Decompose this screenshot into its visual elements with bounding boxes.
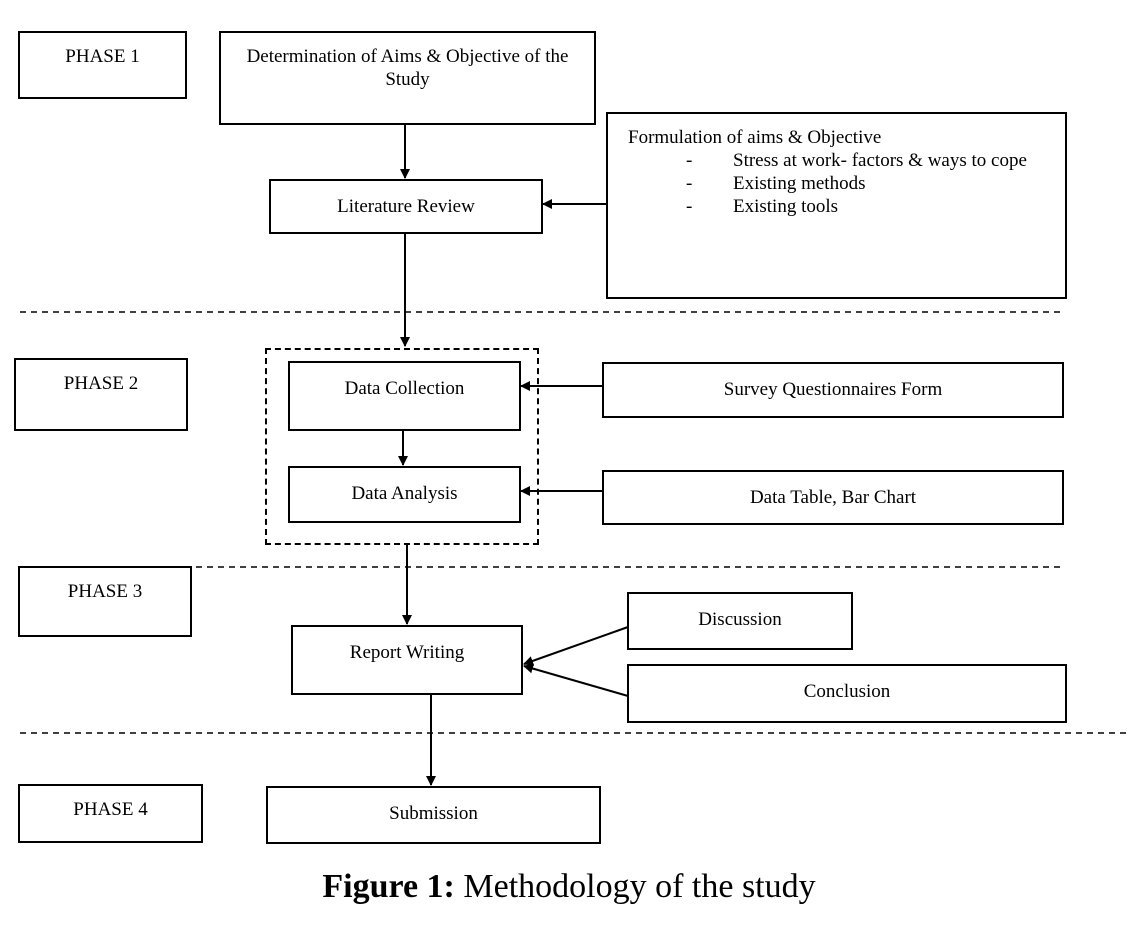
phase-4-box: PHASE 4: [18, 784, 203, 843]
formulation-item: - Existing tools: [628, 195, 1053, 218]
phase-2-label: PHASE 2: [63, 373, 139, 394]
submission-box: Submission: [266, 786, 601, 844]
formulation-list: Formulation of aims & Objective - Stress…: [628, 126, 1053, 218]
data-process-group: [265, 348, 539, 545]
formulation-item-text: Stress at work- factors & ways to cope: [733, 150, 1027, 171]
formulation-item-text: Existing tools: [733, 196, 839, 217]
figure-caption-label: Figure 1:: [322, 868, 455, 905]
report-writing-box: Report Writing: [291, 625, 523, 695]
phase-3-label: PHASE 3: [67, 581, 143, 602]
formulation-box: Formulation of aims & Objective - Stress…: [606, 112, 1067, 299]
phase-1-label: PHASE 1: [65, 46, 140, 67]
arrow-discussion-to-report: [523, 626, 629, 666]
list-bullet: -: [686, 150, 693, 171]
data-table-box: Data Table, Bar Chart: [602, 470, 1064, 525]
list-bullet: -: [686, 196, 693, 217]
figure-caption-text: Methodology of the study: [454, 868, 816, 905]
conclusion-label: Conclusion: [803, 681, 891, 702]
data-collection-box: Data Collection: [288, 361, 521, 431]
survey-box: Survey Questionnaires Form: [602, 362, 1064, 418]
phase-1-box: PHASE 1: [18, 31, 187, 99]
survey-label: Survey Questionnaires Form: [723, 379, 943, 400]
data-collection-label: Data Collection: [344, 378, 465, 399]
report-writing-label: Report Writing: [349, 642, 465, 663]
data-analysis-box: Data Analysis: [288, 466, 521, 523]
figure-caption: Figure 1: Methodology of the study: [0, 865, 1138, 909]
formulation-item: - Existing methods: [628, 172, 1053, 195]
list-bullet: -: [686, 173, 693, 194]
aims-box: Determination of Aims & Objective of the…: [219, 31, 596, 125]
submission-label: Submission: [389, 803, 478, 824]
formulation-item: - Stress at work- factors & ways to cope: [628, 149, 1053, 172]
arrow-conclusion-to-report: [523, 663, 629, 697]
literature-review-label: Literature Review: [337, 196, 475, 217]
formulation-title: Formulation of aims & Objective: [628, 127, 882, 148]
phase-2-box: PHASE 2: [14, 358, 188, 431]
data-table-label: Data Table, Bar Chart: [749, 487, 917, 508]
literature-review-box: Literature Review: [269, 179, 543, 234]
conclusion-box: Conclusion: [627, 664, 1067, 723]
phase-3-box: PHASE 3: [18, 566, 192, 637]
phase-4-label: PHASE 4: [73, 799, 148, 820]
formulation-item-text: Existing methods: [733, 173, 866, 194]
discussion-label: Discussion: [698, 609, 782, 630]
data-analysis-label: Data Analysis: [351, 483, 458, 504]
discussion-box: Discussion: [627, 592, 853, 650]
aims-label: Determination of Aims & Objective of the…: [246, 46, 569, 90]
